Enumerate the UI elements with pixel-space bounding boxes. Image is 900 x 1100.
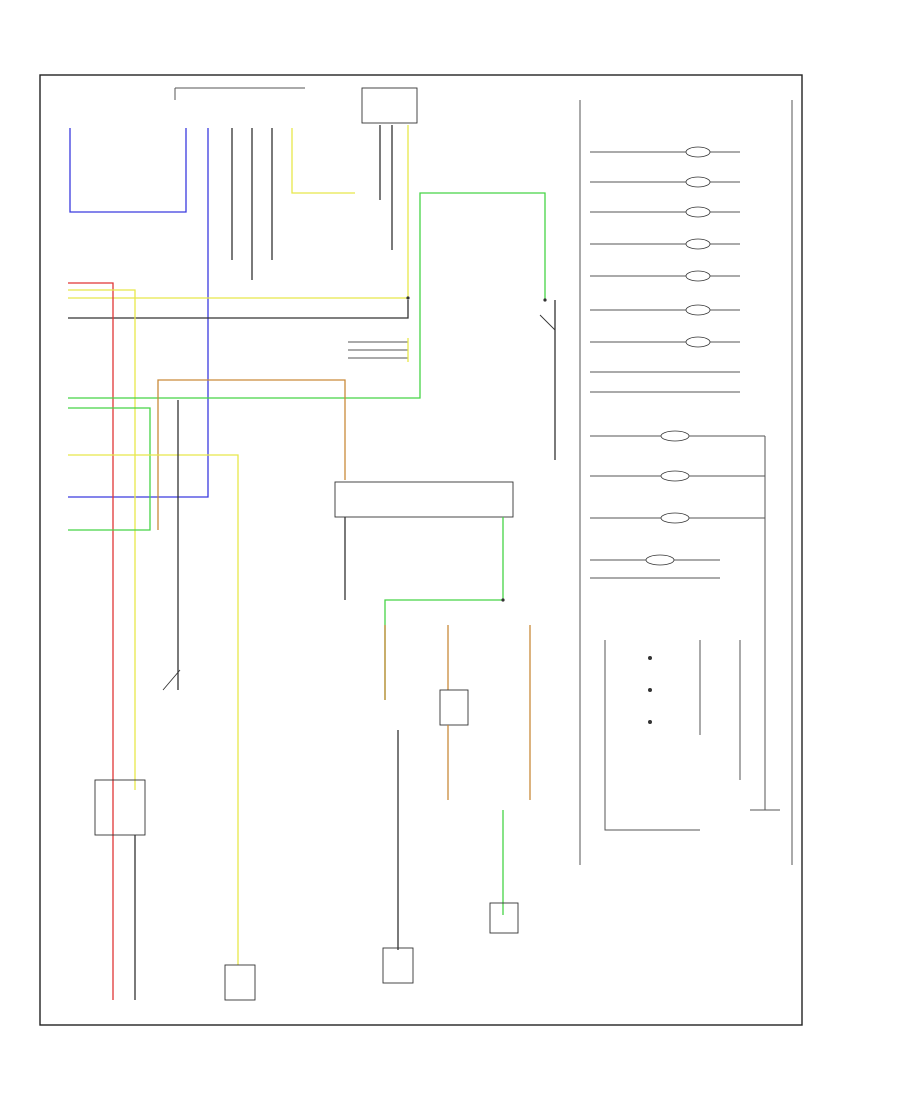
wire-yellow-bottom bbox=[68, 454, 239, 965]
cluster-node-1 bbox=[648, 656, 652, 660]
wire-blue-long bbox=[68, 128, 209, 498]
switch-left-mid bbox=[162, 669, 181, 691]
indicator-lamp-2 bbox=[685, 176, 711, 188]
cluster-gauges bbox=[590, 430, 780, 811]
wire-yellow-left bbox=[68, 289, 136, 790]
junction-3 bbox=[543, 298, 547, 302]
cluster-node-2 bbox=[648, 688, 652, 692]
fuel-unit-box bbox=[94, 779, 146, 836]
switch-box-bottom-left bbox=[224, 964, 256, 1001]
wire-red bbox=[68, 282, 114, 1000]
module-box-top bbox=[361, 87, 418, 124]
cluster-node-3 bbox=[648, 720, 652, 724]
gauge-1 bbox=[660, 430, 690, 442]
wire-green-central bbox=[384, 517, 504, 700]
indicator-lamp-6 bbox=[685, 304, 711, 316]
gauge-3 bbox=[660, 512, 690, 524]
junction-2 bbox=[501, 598, 505, 602]
wire-green-left bbox=[68, 407, 151, 531]
gauge-2 bbox=[660, 470, 690, 482]
indicator-lamp-3 bbox=[685, 206, 711, 218]
cluster-inner-box bbox=[604, 640, 741, 831]
diagram-border bbox=[39, 74, 803, 1026]
sensor-box-bottom bbox=[382, 947, 414, 984]
switch-right-top bbox=[539, 314, 556, 331]
wire-blue-loop bbox=[69, 128, 187, 213]
wire-yellow-short bbox=[291, 128, 355, 194]
gauge-4 bbox=[645, 554, 675, 566]
wire-green-top bbox=[68, 192, 546, 399]
indicator-lamp-1 bbox=[685, 146, 711, 158]
relay-box bbox=[439, 689, 469, 726]
switch-box-lower-right bbox=[489, 902, 519, 934]
module-box-central bbox=[334, 481, 514, 518]
indicator-lamp-4 bbox=[685, 238, 711, 250]
indicator-lamp-5 bbox=[685, 270, 711, 282]
indicator-lamp-7 bbox=[685, 336, 711, 348]
cluster-inner-border bbox=[604, 640, 700, 831]
cluster-indicators bbox=[590, 146, 740, 393]
wire-black-mid bbox=[68, 300, 409, 319]
junction-1 bbox=[406, 296, 410, 300]
